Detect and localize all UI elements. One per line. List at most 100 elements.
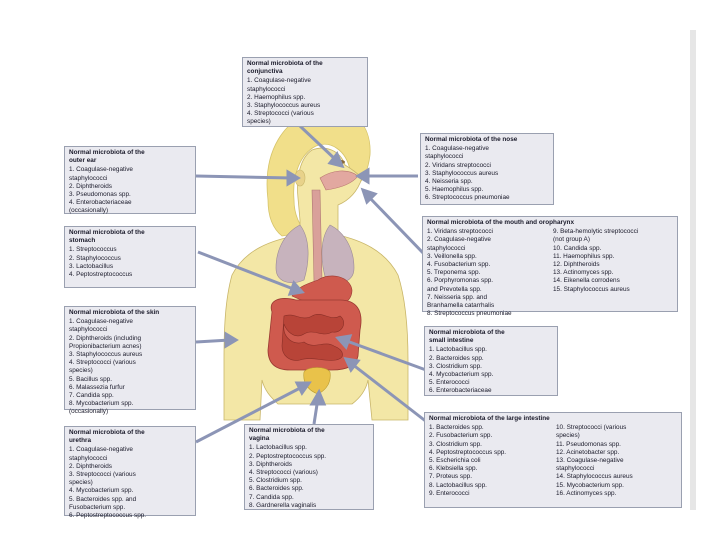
list-item: 7. Candida spp.: [249, 493, 294, 501]
list-item: 11. Pseudomonas spp.: [556, 440, 621, 448]
list-item: 5. Haemophilus spp.: [425, 186, 484, 194]
list-item: staphylococci: [425, 153, 464, 161]
list-item: 5. Escherichia coli: [429, 456, 481, 464]
list-item: 6. Klebsiella spp.: [429, 465, 478, 473]
list-item: 13. Actinomyces spp.: [553, 269, 614, 277]
page-edge-shadow: [690, 30, 696, 510]
arrow-mouth-head: [360, 187, 378, 205]
list-item: 1. Viridans streptococci: [427, 228, 493, 236]
list-item: 4. Fusobacterium spp.: [427, 260, 491, 268]
list-item: 8. Lactobacillus spp.: [429, 481, 487, 489]
list-item: staphylococci: [69, 174, 108, 182]
box-vagina: Normal microbiota of the vagina 1. Lacto…: [244, 424, 374, 510]
arrow-urethra-head: [294, 381, 312, 396]
list-item: 9. Enterococci: [429, 489, 470, 497]
arrow-small-intestine-head: [335, 334, 353, 350]
pointer-arrows: [195, 124, 433, 444]
list-item: 3. Clostridium spp.: [429, 362, 482, 370]
list-item: 7. Candida spp.: [69, 391, 114, 399]
box-nose: Normal microbiota of the nose 1. Coagula…: [420, 133, 554, 205]
list-item: (occasionally): [69, 207, 109, 215]
list-item: staphylococci: [556, 465, 595, 473]
large-intestine-column-2: 10. Streptococci (various species) 11. P…: [556, 424, 677, 498]
list-item: 9. Beta-hemolytic streptococci: [553, 228, 639, 236]
box-mouth-oropharynx: Normal microbiota of the mouth and oroph…: [422, 216, 678, 317]
list-item: staphylococci: [69, 326, 108, 334]
box-outer-ear-title: Normal microbiota of the outer ear: [69, 149, 145, 165]
box-small-intestine-title: Normal microbiota of the small intestine: [429, 329, 505, 345]
list-item: staphylococci: [247, 85, 286, 93]
list-item: 5. Bacteroides spp. and: [69, 495, 137, 503]
list-item: 7. Proteus spp.: [429, 473, 472, 481]
list-item: 14. Eikenella corrodens: [553, 277, 620, 285]
list-item: 5. Treponema spp.: [427, 269, 481, 277]
box-large-intestine-title: Normal microbiota of the large intestine: [429, 415, 550, 422]
list-item: 5. Clostridium spp.: [249, 477, 302, 485]
list-item: 4. Streptococci (various: [69, 359, 136, 367]
list-item: 1. Streptococcus: [69, 246, 117, 254]
list-item: 8. Gardnerella vaginalis: [249, 501, 317, 509]
list-item: 1. Coagulase-negative: [69, 446, 133, 454]
arrow-skin: [195, 338, 231, 344]
mouth-column-2: 9. Beta-hemolytic streptococci (not grou…: [553, 228, 673, 318]
list-item: 4. Streptococci (various): [249, 468, 318, 476]
list-item: staphylococci: [69, 454, 108, 462]
list-item: 3. Pseudomonas spp.: [69, 190, 131, 198]
list-item: 4. Mycobacterium spp.: [69, 487, 134, 495]
list-item: 1. Coagulase-negative: [69, 318, 133, 326]
box-skin: Normal microbiota of the skin 1. Coagula…: [64, 306, 196, 415]
box-vagina-title: Normal microbiota of the vagina: [249, 427, 325, 443]
list-item: Branhamella catarrhalis: [427, 301, 495, 309]
esophagus: [311, 189, 323, 283]
list-item: 3. Streptococci (various: [69, 470, 136, 478]
list-item: 2. Diphtheroids: [69, 182, 112, 190]
list-item: 1. Bacteroides spp.: [429, 424, 484, 432]
list-item: 3. Staphylococcus aureus: [425, 169, 499, 177]
arrow-urethra: [195, 384, 305, 444]
box-small-intestine: Normal microbiota of the small intestine…: [424, 326, 558, 396]
list-item: 3. Staphylococcus aureus: [247, 101, 321, 109]
arrow-nose-head: [355, 167, 370, 185]
right-lung: [321, 224, 355, 283]
list-item: 4. Mycobacterium spp.: [429, 370, 494, 378]
arrow-small-intestine: [343, 338, 427, 372]
list-item: 2. Diphtheroids (including: [69, 334, 142, 342]
list-item: Fusobacterium spp.: [69, 503, 126, 511]
large-intestine-column-1: 1. Bacteroides spp. 2. Fusobacterium spp…: [429, 424, 550, 498]
list-item: 6. Bacteroides spp.: [249, 485, 304, 493]
list-item: 6. Malassezia furfur: [69, 383, 125, 391]
list-item: 3. Staphylococcus aureus: [69, 350, 143, 358]
box-large-intestine: Normal microbiota of the large intestine…: [424, 412, 682, 508]
list-item: 8. Mycobacterium spp.: [69, 400, 134, 408]
list-item: 2. Haemophilus spp.: [247, 93, 306, 101]
list-item: 2. Staphylococcus: [69, 254, 121, 262]
list-item: 1. Lactobacillus spp.: [249, 444, 307, 452]
arrow-outer-ear-head: [286, 169, 301, 187]
arrow-skin-head: [224, 331, 239, 349]
list-item: 13. Coagulase-negative: [556, 456, 624, 464]
box-conjunctiva: Normal microbiota of the conjunctiva 1. …: [242, 57, 368, 127]
list-item: 3. Clostridium spp.: [429, 440, 482, 448]
list-item: 10. Candida spp.: [553, 244, 602, 252]
box-outer-ear: Normal microbiota of the outer ear 1. Co…: [64, 146, 196, 214]
box-nose-title: Normal microbiota of the nose: [425, 136, 518, 143]
list-item: 2. Fusobacterium spp.: [429, 432, 493, 440]
list-item: 4. Neisseria spp.: [425, 177, 473, 185]
list-item: 14. Staphylococcus aureus: [556, 473, 633, 481]
list-item: 3. Veillonella spp.: [427, 252, 477, 260]
list-item: 3. Diphtheroids: [249, 460, 292, 468]
list-item: 2. Peptostreptococcus spp.: [249, 452, 327, 460]
list-item: 7. Neisseria spp. and: [427, 293, 488, 301]
list-item: 11. Haemophilus spp.: [553, 252, 615, 260]
list-item: 16. Actinomyces spp.: [556, 489, 617, 497]
list-item: 3. Lactobacillus: [69, 262, 114, 270]
list-item: 2. Coagulase-negative: [427, 236, 491, 244]
list-item: 5. Enterococci: [429, 379, 470, 387]
list-item: 6. Streptococcus pneumoniae: [425, 194, 510, 202]
list-item: 2. Diphtheroids: [69, 462, 112, 470]
list-item: 4. Peptostreptococcus spp.: [429, 448, 507, 456]
box-stomach-title: Normal microbiota of the stomach: [69, 229, 145, 245]
list-item: 2. Viridans streptococci: [425, 161, 491, 169]
list-item: 15. Staphylococcus aureus: [553, 285, 630, 293]
